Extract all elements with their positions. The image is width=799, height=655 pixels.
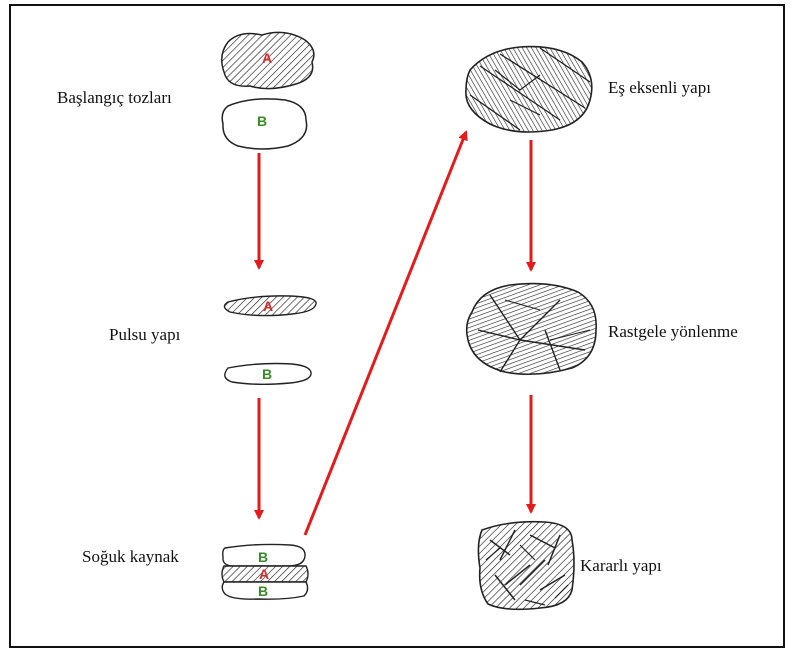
flake-b-particle: B — [225, 364, 311, 385]
label-flake-structure: Pulsu yapı — [109, 325, 181, 344]
cold-weld-marker-a: A — [259, 566, 269, 582]
marker-b: B — [257, 113, 267, 129]
label-start-powders: Başlangıç tozları — [57, 88, 172, 107]
arrow-cold-weld-to-equiaxed — [305, 132, 466, 535]
equiaxed-particle — [466, 47, 592, 132]
cold-weld-stack: B A B — [222, 544, 308, 599]
label-cold-weld: Soğuk kaynak — [82, 547, 179, 566]
random-orientation-particle — [467, 284, 597, 375]
powder-b-particle: B — [222, 99, 306, 149]
marker-a: A — [262, 50, 272, 66]
label-random-orientation: Rastgele yönlenme — [608, 322, 738, 341]
stable-structure-particle — [478, 522, 574, 610]
label-equiaxed: Eş eksenli yapı — [608, 78, 711, 97]
flake-a-particle: A — [224, 296, 316, 316]
powder-a-particle: A — [222, 32, 314, 88]
cold-weld-marker-b-bottom: B — [258, 583, 268, 599]
cold-weld-marker-b-top: B — [258, 549, 268, 565]
flake-marker-b: B — [262, 366, 272, 382]
flake-marker-a: A — [263, 298, 273, 314]
label-stable-structure: Kararlı yapı — [580, 556, 662, 575]
